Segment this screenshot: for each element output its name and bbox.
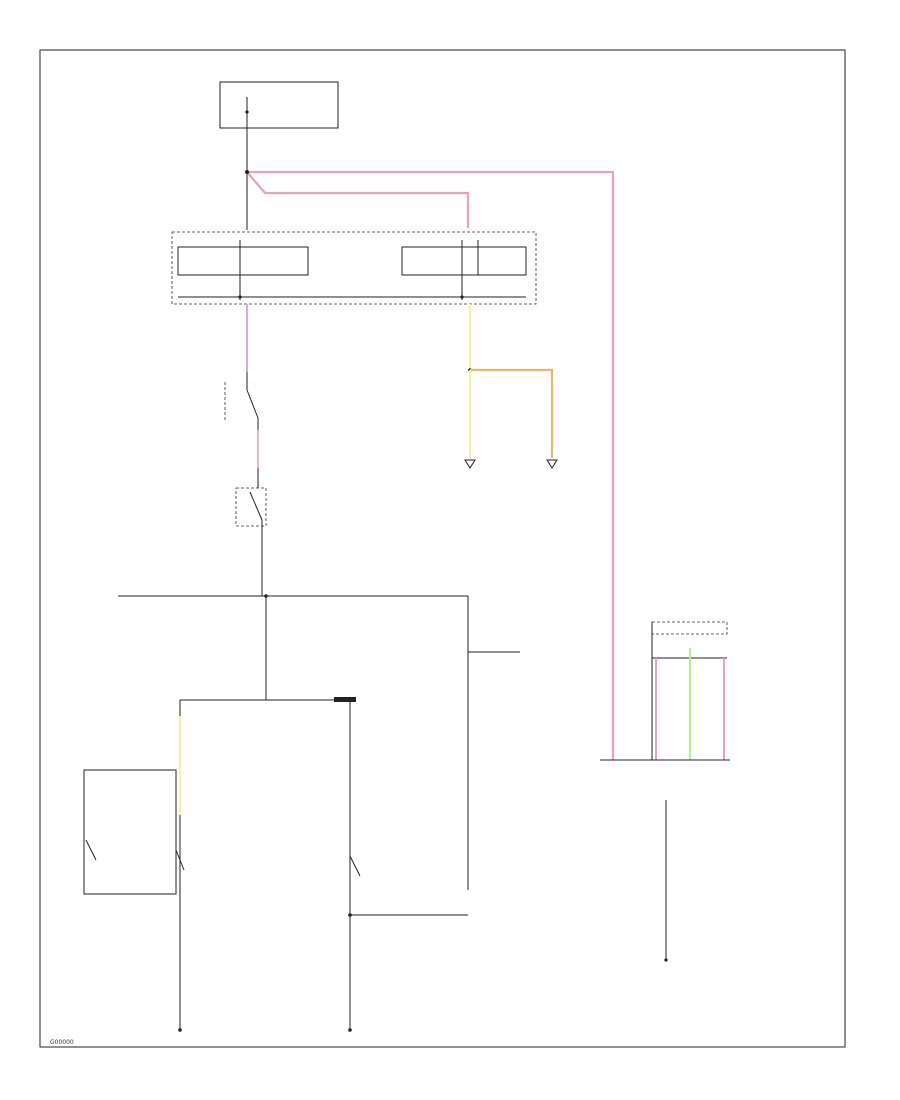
diagram-frame <box>39 49 846 1048</box>
connector-mid <box>464 459 476 469</box>
fuse-block <box>219 81 339 129</box>
connector-right <box>546 459 558 469</box>
ground-mid <box>348 1028 352 1032</box>
wire-red-feed-right <box>247 170 615 760</box>
wire-orange <box>470 368 554 458</box>
switch-2 <box>249 491 263 521</box>
footer-code: G00000 <box>50 1039 74 1046</box>
switch-1 <box>246 389 259 419</box>
wire-red-feed-mid <box>246 171 470 228</box>
control-module <box>171 231 537 305</box>
relay-left-switch <box>85 839 97 861</box>
switch-2-box <box>235 487 267 527</box>
ground-left <box>178 1028 182 1032</box>
splice-point <box>245 170 249 174</box>
relay-mid-switch <box>349 855 361 877</box>
relay-left-box <box>83 769 177 895</box>
right-connector-box <box>651 621 728 635</box>
